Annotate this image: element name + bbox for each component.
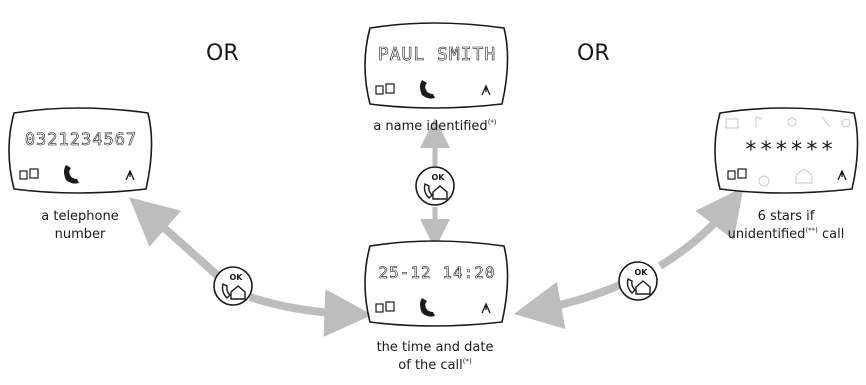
memo-icon <box>385 83 395 94</box>
lcd-screen-outline <box>364 22 509 109</box>
caption-phone-line2: number <box>54 227 106 242</box>
or-label-right: OR <box>577 41 610 66</box>
ok-button-right[interactable]: OK <box>618 261 658 301</box>
arrow-to-time-display <box>248 289 373 338</box>
phonebook-icon <box>19 170 28 180</box>
antenna-icon <box>481 84 491 96</box>
handset-icon <box>420 298 435 317</box>
ok-button-label: OK <box>230 273 244 282</box>
lcd-screen-outline <box>714 107 859 194</box>
handset-icon <box>420 80 435 99</box>
antenna-icon <box>125 169 135 181</box>
or-label-left: OR <box>206 41 239 66</box>
caption-phone-line1: a telephone <box>41 209 119 224</box>
lcd-display-time: 25-12 14:20 <box>364 240 509 327</box>
caption-stars-line2: unidentified <box>727 227 806 242</box>
lcd-digits: PAUL SMITH <box>378 44 496 65</box>
caption-time: the time and date of the call(*) <box>355 339 515 375</box>
memo-icon <box>29 168 39 179</box>
phone-icon <box>626 277 636 294</box>
handset-icon <box>64 165 79 184</box>
lcd-display-stars: ****** <box>714 107 859 194</box>
ok-button-center[interactable]: OK <box>415 166 455 206</box>
ok-button-left[interactable]: OK <box>213 266 253 306</box>
arrow-to-stars-display <box>657 187 744 270</box>
memo-icon <box>737 168 747 179</box>
lcd-ghost-icons <box>725 116 851 187</box>
caption-time-line2: of the call <box>398 358 463 373</box>
lcd-screen-outline <box>364 240 509 327</box>
ok-button-label: OK <box>635 268 649 277</box>
caption-name: a name identified(*) <box>360 118 510 136</box>
phone-icon <box>221 282 231 299</box>
memo-icon <box>385 301 395 312</box>
lcd-digits: 0321234567 <box>25 130 137 150</box>
lcd-digits: 25-12 14:20 <box>379 263 496 282</box>
phonebook-icon <box>375 303 384 313</box>
arrow-to-phone-display <box>129 197 221 279</box>
lcd-display-name: PAUL SMITH <box>364 22 509 109</box>
home-icon <box>230 285 246 300</box>
caption-stars: 6 stars if unidentified(**) call <box>706 208 866 244</box>
caption-name-text: a name identified <box>373 119 488 134</box>
home-icon <box>432 185 448 200</box>
antenna-icon <box>481 302 491 314</box>
caption-name-note: (*) <box>487 118 497 127</box>
arrow-back-to-time-display <box>513 281 622 330</box>
caption-time-line1: the time and date <box>376 340 494 355</box>
antenna-icon <box>837 169 847 181</box>
lcd-digits: ****** <box>744 138 835 163</box>
caption-stars-note: (**) <box>805 226 818 235</box>
caption-time-note: (*) <box>462 357 472 366</box>
home-icon <box>635 280 651 295</box>
ok-button-label: OK <box>432 173 446 182</box>
phonebook-icon <box>727 170 736 180</box>
lcd-screen-outline <box>8 107 153 194</box>
caption-stars-line2-end: call <box>817 227 845 242</box>
lcd-display-phone: 0321234567 <box>8 107 153 194</box>
caption-stars-line1: 6 stars if <box>757 209 815 224</box>
phonebook-icon <box>375 85 384 95</box>
caption-phone: a telephone number <box>5 208 155 244</box>
phone-icon <box>423 182 433 199</box>
arrows <box>129 118 744 338</box>
